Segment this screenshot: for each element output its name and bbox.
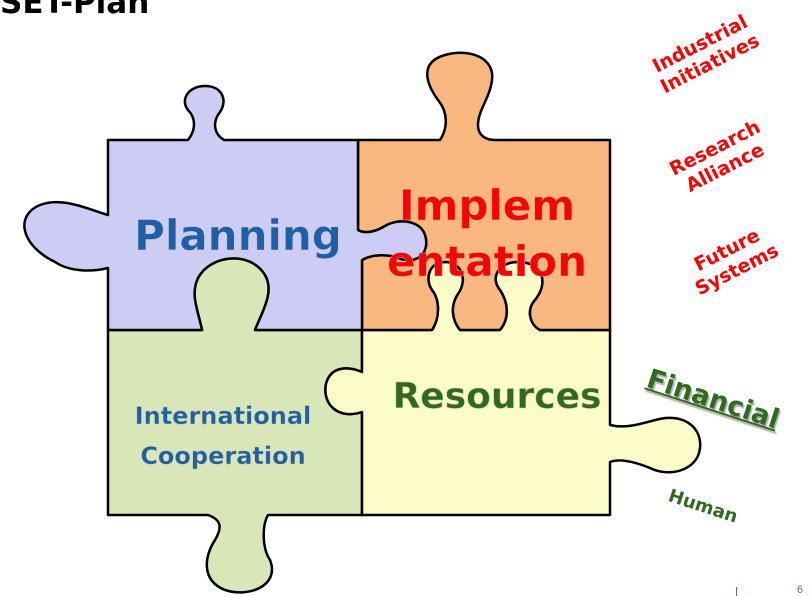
implementation-label-line2: entation (387, 237, 587, 286)
page-number-separator (736, 587, 737, 596)
page-number: 6 (796, 584, 803, 596)
resources-label: Resources (393, 376, 602, 417)
slide-title: SET-Plan (0, 0, 150, 21)
cooperation-label-line2: Cooperation (140, 442, 305, 470)
implementation-label-line1: Implem (399, 181, 575, 230)
planning-piece (23, 84, 428, 332)
planning-label: Planning (134, 211, 342, 260)
cooperation-label-line1: International (135, 402, 312, 430)
